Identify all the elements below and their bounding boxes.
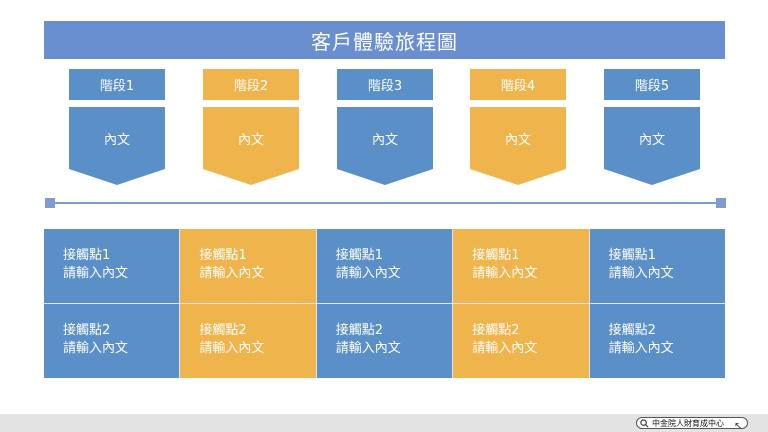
- touchpoint-title: 接觸點2: [63, 323, 111, 338]
- touchpoint-text: 請輸入內文: [199, 266, 265, 281]
- stage-label: 階段3: [337, 69, 433, 100]
- touchpoint-title: 接觸點2: [199, 323, 247, 338]
- touchpoint-title: 接觸點1: [63, 248, 111, 263]
- touchpoint-cell: 接觸點2 請輸入內文: [589, 304, 725, 378]
- timeline-end-marker: [716, 198, 726, 208]
- stage-chevron: 內文: [470, 107, 566, 185]
- touchpoint-title: 接觸點2: [335, 323, 384, 338]
- stage-label: 階段4: [470, 69, 566, 100]
- search-text: 中金院人財育成中心: [652, 418, 724, 428]
- touchpoint-text: 請輸入內文: [608, 341, 674, 356]
- touchpoint-title: 接觸點1: [335, 248, 384, 263]
- touchpoint-title: 接觸點2: [472, 323, 520, 338]
- stage-content: 內文: [371, 133, 398, 148]
- touchpoint-text: 請輸入內文: [335, 341, 401, 356]
- touchpoint-cell: 接觸點1 請輸入內文: [180, 229, 316, 303]
- stage-content: 內文: [103, 133, 130, 148]
- stage-5: 階段5 內文: [604, 69, 700, 185]
- stage-content: 內文: [504, 133, 531, 148]
- touchpoint-text: 請輸入內文: [608, 266, 674, 281]
- touchpoint-title: 接觸點2: [608, 323, 656, 338]
- stage-chevron: 內文: [604, 107, 700, 185]
- touchpoint-text: 請輸入內文: [63, 266, 129, 281]
- touchpoint-cell: 接觸點1 請輸入內文: [316, 229, 453, 303]
- stage-content: 內文: [638, 133, 665, 148]
- stage-4: 階段4 內文: [470, 69, 566, 185]
- touchpoint-cell: 接觸點1 請輸入內文: [453, 229, 589, 303]
- touchpoint-cell: 接觸點2 請輸入內文: [180, 304, 316, 378]
- page-title: 客戶體驗旅程圖: [44, 21, 725, 59]
- stage-content: 內文: [237, 133, 264, 148]
- touchpoint-title: 接觸點1: [608, 248, 656, 263]
- footer-bar: [0, 414, 768, 432]
- stage-2: 階段2 內文: [203, 69, 299, 185]
- touchpoint-cell: 接觸點2 請輸入內文: [316, 304, 453, 378]
- timeline-line: [45, 202, 725, 204]
- stage-chevron: 內文: [337, 107, 433, 185]
- stage-chevron: 內文: [69, 107, 165, 185]
- stage-chevron: 內文: [203, 107, 299, 185]
- touchpoint-text: 請輸入內文: [63, 341, 129, 356]
- touchpoint-text: 請輸入內文: [472, 341, 538, 356]
- search-box[interactable]: 中金院人財育成中心: [636, 417, 748, 429]
- touchpoint-cell: 接觸點1 請輸入內文: [589, 229, 725, 303]
- touchpoint-cell: 接觸點2 請輸入內文: [44, 304, 180, 378]
- touchpoint-title: 接觸點1: [199, 248, 247, 263]
- touchpoint-title: 接觸點1: [472, 248, 520, 263]
- touchpoint-cell: 接觸點2 請輸入內文: [453, 304, 589, 378]
- touchpoint-text: 請輸入內文: [335, 266, 401, 281]
- stage-label: 階段5: [604, 69, 700, 100]
- mouse-cursor-icon: ↖: [734, 421, 743, 432]
- touchpoint-text: 請輸入內文: [199, 341, 265, 356]
- stage-label: 階段2: [203, 69, 299, 100]
- stage-1: 階段1 內文: [69, 69, 165, 185]
- timeline-start-marker: [45, 198, 55, 208]
- stage-label: 階段1: [69, 69, 165, 100]
- touchpoint-text: 請輸入內文: [472, 266, 538, 281]
- search-icon: [640, 418, 649, 427]
- touchpoint-cell: 接觸點1 請輸入內文: [44, 229, 180, 303]
- stage-3: 階段3 內文: [337, 69, 433, 185]
